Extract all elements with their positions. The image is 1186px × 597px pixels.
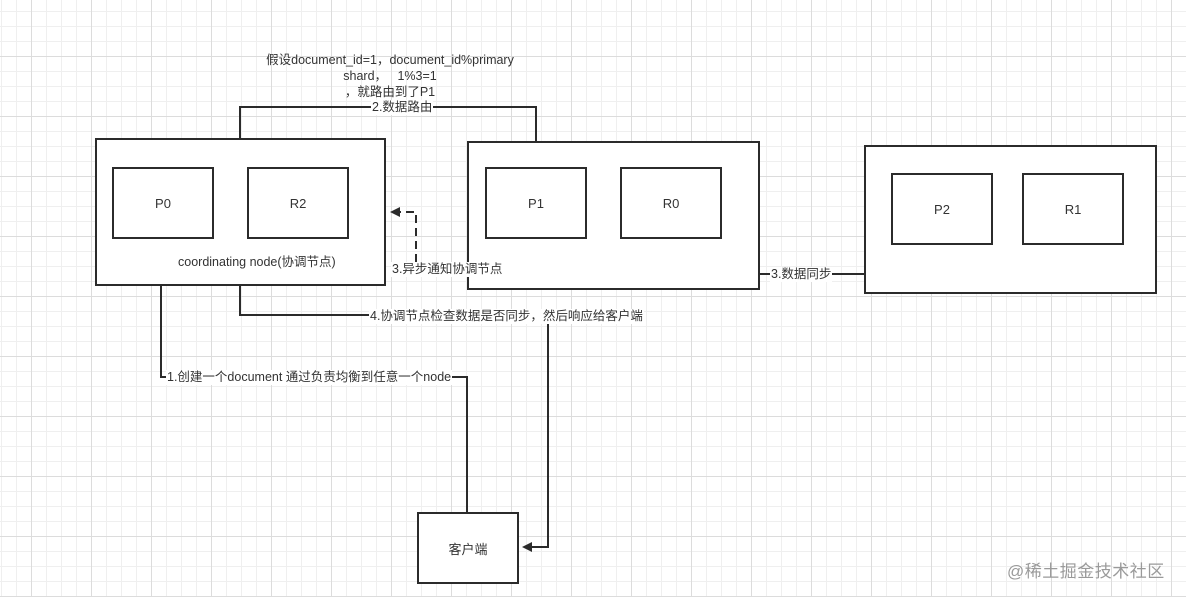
shard-r2[interactable]: R2	[247, 167, 349, 239]
shard-r2-label: R2	[289, 195, 307, 211]
shard-p0-label: P0	[155, 195, 171, 211]
shard-p0[interactable]: P0	[112, 167, 214, 239]
shard-r0-label: R0	[662, 195, 680, 211]
routing-note-line-2: shard， 1%3=1	[343, 69, 437, 83]
watermark: @稀土掘金技术社区	[1007, 562, 1165, 581]
edge-step4-line	[239, 285, 549, 552]
routing-note: 假设document_id=1，document_id%primary shar…	[240, 52, 540, 100]
edge-step4-label: 4.协调节点检查数据是否同步，然后响应给客户端	[369, 309, 644, 324]
client-box[interactable]: 客户端	[417, 512, 519, 584]
edge-step1-label: 1.创建一个document 通过负责均衡到任意一个node	[166, 370, 453, 385]
shard-p1[interactable]: P1	[485, 167, 587, 239]
routing-note-line-3: ，就路由到了P1	[344, 85, 436, 99]
shard-r1[interactable]: R1	[1022, 173, 1124, 245]
shard-p2[interactable]: P2	[891, 173, 993, 245]
client-label: 客户端	[448, 541, 488, 557]
edge-step3b-label: 3.数据同步	[770, 267, 833, 282]
shard-p1-label: P1	[528, 195, 544, 211]
shard-r1-label: R1	[1064, 201, 1082, 217]
shard-r0[interactable]: R0	[620, 167, 722, 239]
shard-p2-label: P2	[934, 201, 950, 217]
edge-step2-label: 2.数据路由	[371, 100, 434, 115]
routing-note-line-1: 假设document_id=1，document_id%primary	[266, 53, 514, 67]
edge-step3a-label: 3.异步通知协调节点	[391, 262, 504, 277]
coordinating-node-caption: coordinating node(协调节点)	[178, 255, 336, 269]
